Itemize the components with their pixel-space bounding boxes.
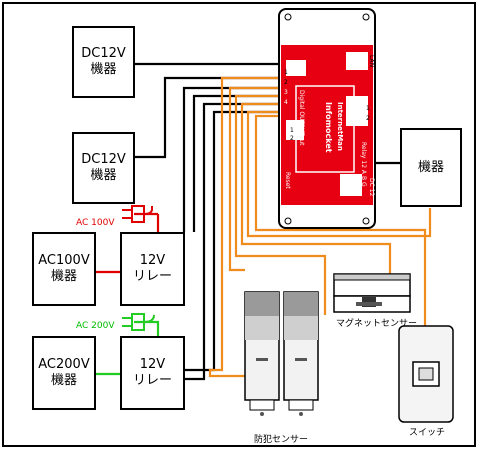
wire-crime-sensor-2 — [234, 94, 327, 315]
orange-wires — [208, 76, 432, 378]
ac200v-device-line2: 機器 — [50, 373, 77, 388]
relay-1-line2: リレー — [132, 269, 172, 284]
wire-relay-1 — [182, 86, 280, 232]
switch-device — [398, 325, 454, 423]
controller-model: InternetMan — [336, 102, 344, 151]
controller-lan: LAN — [368, 55, 375, 67]
controller-relay: Relay 12 A B G — [360, 142, 367, 187]
controller-board: Digital OUTPUT Output Input LAN DC 12 Re… — [278, 8, 376, 229]
controller-brand: Infomocket — [324, 102, 333, 153]
controller-digital-output: Digital OUTPUT — [298, 90, 305, 136]
wire-switch — [254, 114, 427, 326]
controller-input: Input — [298, 130, 305, 146]
ac100-plug — [95, 205, 160, 274]
switch-label: スイッチ — [409, 428, 446, 438]
wire-magnet-sensor — [240, 102, 392, 281]
ac200v-device-line1: AC200V — [38, 357, 90, 372]
ac200-label: AC 200V — [76, 321, 115, 331]
controller-input-num-1: 1 — [290, 127, 294, 134]
controller-reset: Reset — [284, 172, 291, 189]
wire-dc12v-2 — [134, 76, 280, 159]
magnet-sensor-label: マグネットセンサー — [336, 319, 418, 329]
ac100v-device-line2: 機器 — [50, 269, 77, 284]
dc12v-device-2-line1: DC12V — [81, 152, 126, 167]
controller-digital-num-2: 2 — [284, 79, 288, 86]
ac100v-device-line1: AC100V — [38, 253, 90, 268]
wire-device-right-orange — [246, 110, 432, 238]
controller-dc12: DC 12 — [368, 178, 375, 197]
dc12v-device-1-line1: DC12V — [81, 46, 126, 61]
controller-input-num-2: 2 — [290, 135, 294, 142]
magnet-sensor — [333, 273, 411, 313]
right-device: 機器 — [400, 128, 462, 207]
ac100-label: AC 100V — [76, 218, 115, 228]
dc12v-device-1-line2: 機器 — [90, 62, 117, 77]
diagram-frame — [2, 2, 476, 447]
controller-output-num-2: 2 — [366, 115, 370, 122]
relay-2-line1: 12V — [139, 357, 166, 372]
right-device-label: 機器 — [417, 159, 444, 175]
controller-digital-num-1: 1 — [284, 69, 288, 76]
wire-crime-sensor-1 — [208, 76, 280, 378]
dc12v-device-2-line2: 機器 — [90, 168, 117, 183]
controller-output: Output — [360, 100, 367, 121]
crime-sensor-label: 防犯センサー — [254, 435, 309, 445]
crime-sensor-left — [244, 291, 280, 416]
relay-1-line1: 12V — [139, 253, 166, 268]
wire-crime-sensor-1b — [228, 86, 280, 272]
ac200-plug — [95, 313, 160, 376]
relay-2-line2: リレー — [132, 373, 172, 388]
crime-sensor-right — [283, 291, 319, 416]
controller-digital-num-4: 4 — [284, 99, 288, 106]
controller-output-num-1: 1 — [366, 105, 370, 112]
controller-digital-num-3: 3 — [284, 89, 288, 96]
